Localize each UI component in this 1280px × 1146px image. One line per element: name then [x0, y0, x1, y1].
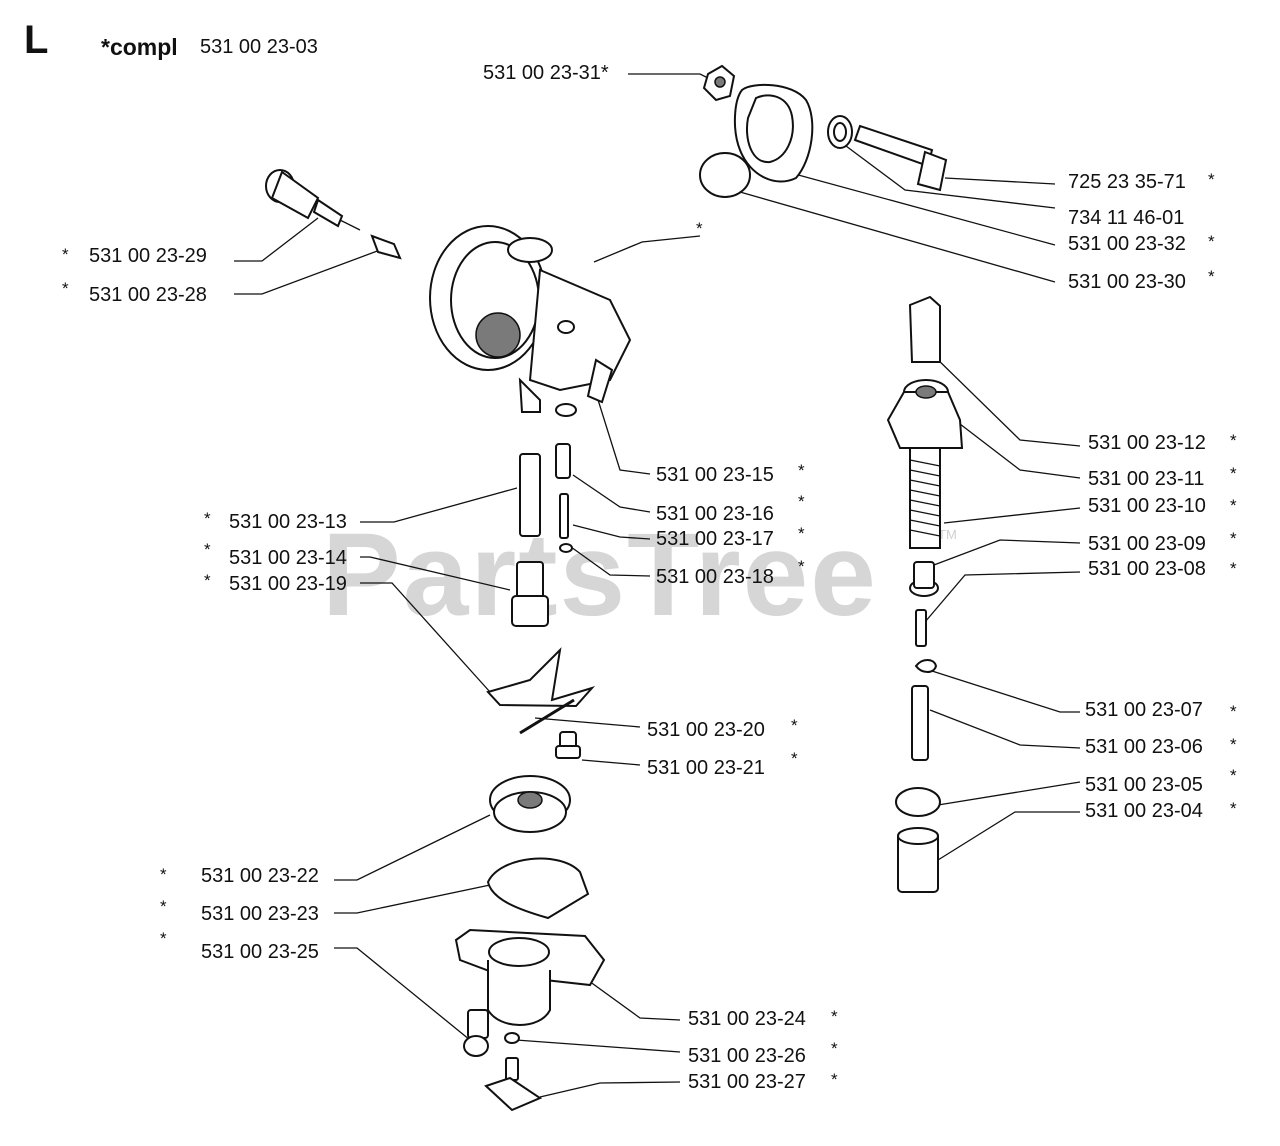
callout-star: * [204, 509, 211, 528]
callout-label: 531 00 23-13 [229, 511, 347, 533]
callout-label: 531 00 23-07 [1085, 699, 1203, 721]
callout-star: * [1230, 702, 1237, 721]
callout-label: 531 00 23-31* [483, 62, 609, 84]
callout-label: 725 23 35-71 [1068, 171, 1186, 193]
callout-label: 531 00 23-21 [647, 757, 765, 779]
callout-label: 531 00 23-23 [201, 903, 319, 925]
carburetor-body [429, 225, 632, 413]
callout-star: * [1230, 559, 1237, 578]
bracket-assembly [699, 64, 948, 198]
adjust-screw [265, 169, 402, 260]
callout-star: * [1208, 170, 1215, 189]
callout-star: * [831, 1039, 838, 1058]
callout-star: * [798, 524, 805, 543]
callout-label: 531 00 23-27 [688, 1071, 806, 1093]
callout-star: * [62, 279, 69, 298]
right-column-parts [886, 295, 964, 893]
callout-star: * [791, 749, 798, 768]
callout-label: 734 11 46-01 [1068, 207, 1185, 229]
callout-label: 531 00 23-18 [656, 566, 774, 588]
callout-label: 531 00 23-05 [1085, 774, 1203, 796]
callout-star: * [62, 245, 69, 264]
callout-star: * [798, 461, 805, 480]
section-letter: L [24, 18, 49, 62]
callout-label: 531 00 23-32 [1068, 233, 1186, 255]
callout-star: * [798, 492, 805, 511]
callout-star: * [160, 897, 167, 916]
callout-label: 531 00 23-11 [1088, 468, 1205, 490]
callout-star: * [798, 557, 805, 576]
callout-label: 531 00 23-06 [1085, 736, 1203, 758]
callout-label: 531 00 23-26 [688, 1045, 806, 1067]
callout-star: * [160, 929, 167, 948]
callout-star: * [831, 1070, 838, 1089]
callout-label: 531 00 23-25 [201, 941, 319, 963]
callout-label: 531 00 23-04 [1085, 800, 1203, 822]
callout-label: 531 00 23-24 [688, 1008, 806, 1030]
callout-label: 531 00 23-29 [89, 245, 207, 267]
callout-label: 531 00 23-17 [656, 528, 774, 550]
watermark-trademark: TM [938, 527, 957, 542]
callout-label: 531 00 23-28 [89, 284, 207, 306]
callout-star: * [1230, 464, 1237, 483]
callout-label: 531 00 23-14 [229, 547, 347, 569]
callout-star: * [1208, 232, 1215, 251]
callout-star: * [204, 540, 211, 559]
callout-label: 531 00 23-15 [656, 464, 774, 486]
callout-label: 531 00 23-19 [229, 573, 347, 595]
callout-star: * [696, 219, 703, 238]
callout-label: 531 00 23-10 [1088, 495, 1206, 517]
callout-label: 531 00 23-20 [647, 719, 765, 741]
watermark: PartsTree [322, 509, 878, 641]
callout-label: 531 00 23-09 [1088, 533, 1206, 555]
compl-part-number: 531 00 23-03 [200, 36, 318, 58]
callout-star: * [1230, 431, 1237, 450]
callout-star: * [1230, 799, 1237, 818]
leader-lines [234, 73, 1081, 1098]
callout-label: 531 00 23-22 [201, 865, 319, 887]
callout-label: 531 00 23-08 [1088, 558, 1206, 580]
callout-star: * [791, 716, 798, 735]
lower-assembly [454, 775, 606, 1112]
callout-label: 531 00 23-30 [1068, 271, 1186, 293]
callout-label: 531 00 23-12 [1088, 432, 1206, 454]
callout-star: * [1208, 267, 1215, 286]
compl-label: *compl [101, 34, 178, 60]
callout-star: * [160, 865, 167, 884]
callout-star: * [1230, 766, 1237, 785]
callout-star: * [1230, 735, 1237, 754]
callout-star: * [1230, 496, 1237, 515]
callout-label: 531 00 23-16 [656, 503, 774, 525]
callout-star: * [1230, 529, 1237, 548]
jet-parts [486, 403, 596, 759]
callout-star: * [204, 571, 211, 590]
callout-star: * [831, 1007, 838, 1026]
